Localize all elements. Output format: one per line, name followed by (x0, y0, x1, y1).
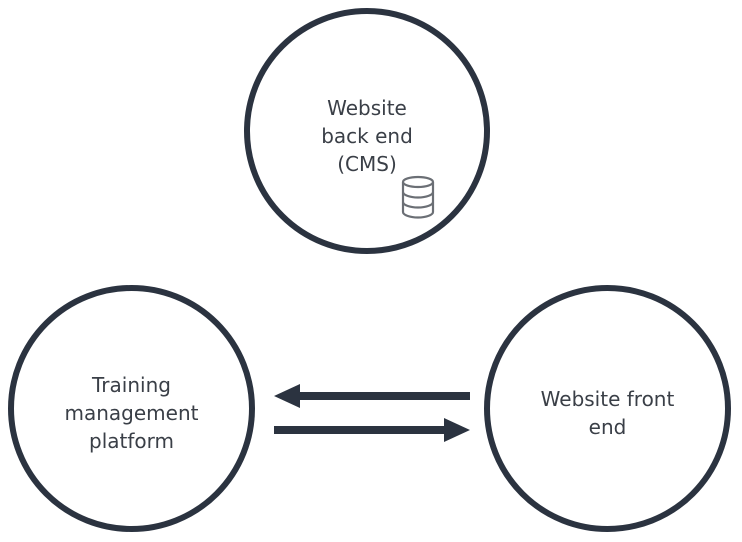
label-line: platform (89, 429, 174, 453)
node-label-training: Training management platform (14, 371, 249, 455)
database-icon (401, 175, 435, 219)
node-website-front-end: Website front end (484, 285, 731, 532)
node-label-cms: Website back end (CMS) (250, 94, 484, 178)
node-website-back-end-cms: Website back end (CMS) (244, 8, 490, 254)
label-line: Training (92, 373, 171, 397)
node-label-front: Website front end (490, 385, 725, 441)
arrow-to-training (274, 384, 470, 408)
node-training-management-platform: Training management platform (8, 285, 255, 532)
label-line: Website (327, 96, 407, 120)
label-line: back end (321, 124, 413, 148)
arrow-to-front (274, 418, 470, 442)
label-line: (CMS) (337, 152, 397, 176)
label-line: Website front (540, 387, 675, 411)
label-line: management (64, 401, 199, 425)
label-line: end (588, 415, 627, 439)
